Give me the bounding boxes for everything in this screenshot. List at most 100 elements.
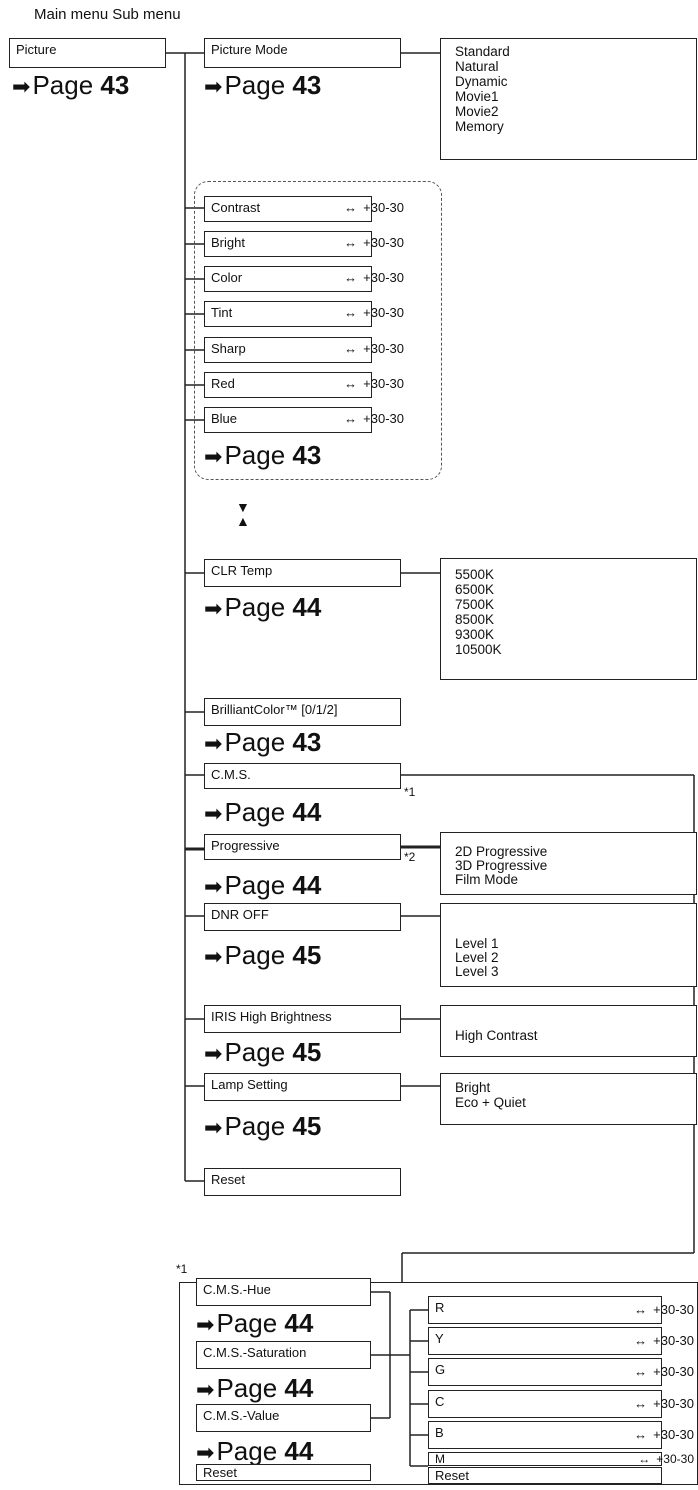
sub-menu-color[interactable]: Color ↔+30-30 bbox=[204, 266, 404, 292]
sub-menu-blue[interactable]: Blue ↔+30-30 bbox=[204, 407, 404, 433]
cms-sub-reset[interactable]: Reset bbox=[196, 1464, 371, 1481]
range-label: ↔+30-30 bbox=[634, 1333, 694, 1348]
sub-menu-iris[interactable]: IRIS High Brightness bbox=[204, 1005, 401, 1033]
adjustment-group bbox=[194, 181, 442, 480]
cms-sub-footnote: *1 bbox=[176, 1262, 188, 1276]
option-6500k[interactable]: 6500K bbox=[455, 582, 495, 597]
adjust-group-page-ref[interactable]: ➡Page 43 bbox=[204, 440, 322, 470]
cms-saturation-page-ref[interactable]: ➡Page 44 bbox=[196, 1373, 314, 1403]
range-label: ↔+30-30 bbox=[344, 376, 404, 391]
option-8500k[interactable]: 8500K bbox=[455, 612, 495, 627]
sub-menu-progressive[interactable]: Progressive bbox=[204, 834, 401, 860]
arrow-icon: ➡ bbox=[12, 74, 31, 99]
arrow-icon: ➡ bbox=[204, 1041, 223, 1066]
option-7500k[interactable]: 7500K bbox=[455, 597, 495, 612]
sub-menu-sharp[interactable]: Sharp ↔+30-30 bbox=[204, 337, 404, 363]
main-menu-header: Main menu bbox=[34, 6, 109, 23]
arrow-icon: ➡ bbox=[204, 1115, 223, 1140]
up-triangle-icon: ▲ bbox=[236, 513, 250, 529]
range-label: ↔+30-30 bbox=[344, 270, 404, 285]
option-2d-progressive[interactable]: 2D Progressive bbox=[455, 844, 548, 859]
cms-color-r[interactable]: R ↔+30-30 bbox=[428, 1296, 694, 1324]
arrow-icon: ➡ bbox=[204, 596, 223, 621]
cms-hue-page-ref[interactable]: ➡Page 44 bbox=[196, 1308, 314, 1338]
option-film-mode[interactable]: Film Mode bbox=[455, 872, 519, 887]
option-bright[interactable]: Bright bbox=[455, 1080, 491, 1095]
range-label: ↔+30-30 bbox=[344, 341, 404, 356]
range-label: ↔+30-30 bbox=[344, 200, 404, 215]
arrow-icon: ➡ bbox=[204, 74, 223, 99]
dnr-page-ref[interactable]: ➡Page 45 bbox=[204, 940, 322, 970]
picture-mode-options: Standard Natural Dynamic Movie1 Movie2 M… bbox=[440, 38, 697, 160]
cms-color-reset[interactable]: Reset bbox=[428, 1467, 662, 1484]
range-label: ↔+30-30 bbox=[344, 411, 404, 426]
option-5500k[interactable]: 5500K bbox=[455, 567, 495, 582]
sub-menu-tint[interactable]: Tint ↔+30-30 bbox=[204, 301, 404, 327]
sub-menu-contrast[interactable]: Contrast ↔+30-30 bbox=[204, 196, 404, 222]
sub-menu-header: Sub menu bbox=[112, 6, 181, 23]
picture-page-ref[interactable]: ➡Page 43 bbox=[12, 70, 130, 100]
main-menu-picture[interactable]: Picture bbox=[9, 38, 166, 68]
sub-menu-reset[interactable]: Reset bbox=[204, 1168, 401, 1196]
lamp-page-ref[interactable]: ➡Page 45 bbox=[204, 1111, 322, 1141]
arrow-icon: ➡ bbox=[204, 874, 223, 899]
cms-color-y[interactable]: Y ↔+30-30 bbox=[428, 1327, 694, 1355]
cms-saturation[interactable]: C.M.S.-Saturation bbox=[196, 1341, 371, 1369]
progressive-options: 2D Progressive 3D Progressive Film Mode bbox=[440, 832, 697, 895]
cms-color-g[interactable]: G ↔+30-30 bbox=[428, 1358, 694, 1386]
option-eco-quiet[interactable]: Eco + Quiet bbox=[455, 1095, 526, 1110]
option-standard[interactable]: Standard bbox=[455, 44, 510, 59]
sub-menu-lamp-setting[interactable]: Lamp Setting bbox=[204, 1073, 401, 1101]
brilliantcolor-page-ref[interactable]: ➡Page 43 bbox=[204, 727, 322, 757]
sub-menu-dnr[interactable]: DNR OFF bbox=[204, 903, 401, 931]
sub-menu-picture-mode[interactable]: Picture Mode bbox=[204, 38, 401, 68]
option-high-contrast[interactable]: High Contrast bbox=[455, 1028, 538, 1043]
progressive-page-ref[interactable]: ➡Page 44 bbox=[204, 870, 322, 900]
progressive-footnote: *2 bbox=[404, 850, 416, 864]
option-dynamic[interactable]: Dynamic bbox=[455, 74, 508, 89]
cms-color-m[interactable]: M ↔+30-30 bbox=[428, 1452, 694, 1466]
cms-hue[interactable]: C.M.S.-Hue bbox=[196, 1278, 371, 1306]
range-label: ↔+30-30 bbox=[634, 1364, 694, 1379]
sub-menu-red[interactable]: Red ↔+30-30 bbox=[204, 372, 404, 398]
sub-menu-brilliantcolor[interactable]: BrilliantColor™ [0/1/2] bbox=[204, 698, 401, 726]
cms-color-c[interactable]: C ↔+30-30 bbox=[428, 1390, 694, 1418]
option-movie2[interactable]: Movie2 bbox=[455, 104, 499, 119]
dnr-options: Level 1 Level 2 Level 3 bbox=[440, 903, 697, 987]
cms-value[interactable]: C.M.S.-Value bbox=[196, 1404, 371, 1432]
option-natural[interactable]: Natural bbox=[455, 59, 499, 74]
iris-page-ref[interactable]: ➡Page 45 bbox=[204, 1037, 322, 1067]
sub-menu-cms[interactable]: C.M.S. bbox=[204, 763, 401, 789]
range-label: ↔+30-30 bbox=[634, 1427, 694, 1442]
range-label: ↔+30-30 bbox=[344, 235, 404, 250]
clr-temp-options: 5500K 6500K 7500K 8500K 9300K 10500K bbox=[440, 558, 697, 680]
cms-color-b[interactable]: B ↔+30-30 bbox=[428, 1421, 694, 1449]
option-level-3[interactable]: Level 3 bbox=[455, 964, 499, 979]
option-movie1[interactable]: Movie1 bbox=[455, 89, 499, 104]
arrow-icon: ➡ bbox=[204, 801, 223, 826]
arrow-icon: ➡ bbox=[196, 1377, 215, 1402]
option-9300k[interactable]: 9300K bbox=[455, 627, 495, 642]
lamp-options: Bright Eco + Quiet bbox=[440, 1073, 697, 1125]
option-10500k[interactable]: 10500K bbox=[455, 642, 502, 657]
option-3d-progressive[interactable]: 3D Progressive bbox=[455, 858, 548, 873]
clr-temp-page-ref[interactable]: ➡Page 44 bbox=[204, 592, 322, 622]
option-memory[interactable]: Memory bbox=[455, 119, 504, 134]
sub-menu-bright[interactable]: Bright ↔+30-30 bbox=[204, 231, 404, 257]
cms-value-page-ref[interactable]: ➡Page 44 bbox=[196, 1436, 314, 1466]
arrow-icon: ➡ bbox=[204, 444, 223, 469]
cms-page-ref[interactable]: ➡Page 44 bbox=[204, 797, 322, 827]
option-level-1[interactable]: Level 1 bbox=[455, 936, 499, 951]
sub-menu-clr-temp[interactable]: CLR Temp bbox=[204, 559, 401, 587]
iris-options: High Contrast bbox=[440, 1005, 697, 1057]
cms-footnote: *1 bbox=[404, 785, 416, 799]
option-level-2[interactable]: Level 2 bbox=[455, 950, 499, 965]
range-label: ↔+30-30 bbox=[634, 1302, 694, 1317]
range-label: ↔+30-30 bbox=[634, 1396, 694, 1411]
arrow-icon: ➡ bbox=[204, 944, 223, 969]
arrow-icon: ➡ bbox=[196, 1312, 215, 1337]
picture-mode-page-ref[interactable]: ➡Page 43 bbox=[204, 70, 322, 100]
arrow-icon: ➡ bbox=[196, 1440, 215, 1465]
down-triangle-icon: ▼ bbox=[236, 499, 250, 515]
